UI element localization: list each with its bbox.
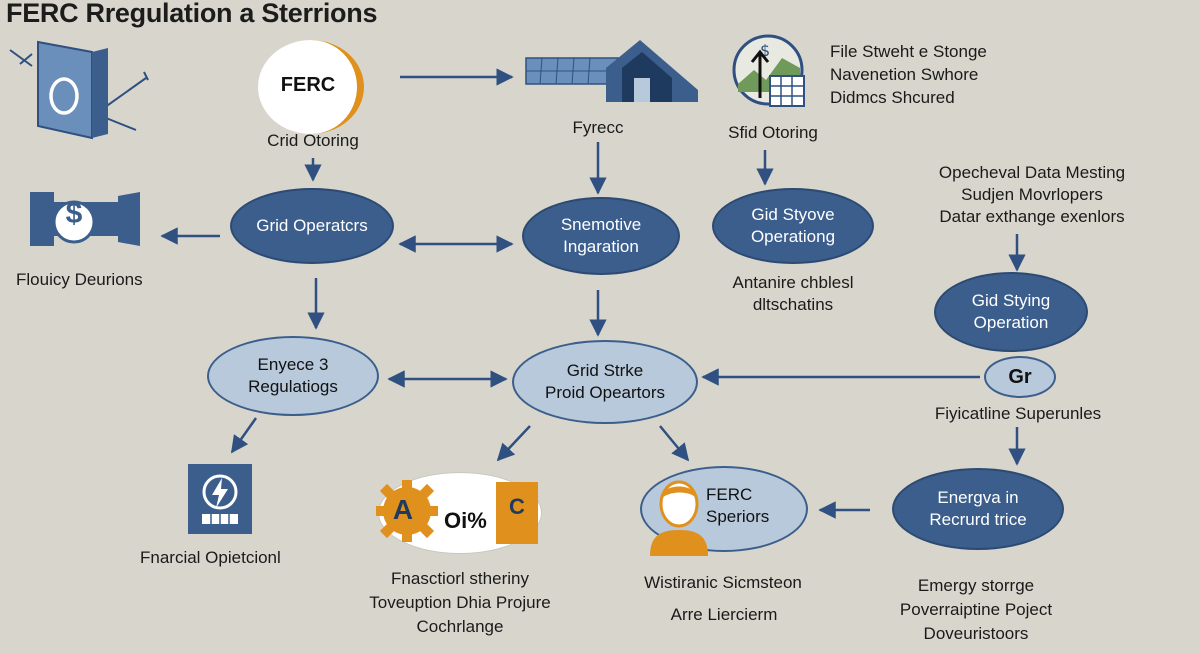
fnasction-line: Toveuption Dhia Projure	[369, 593, 551, 612]
opecheval-block: Opecheval Data Mesting Sudjen Movrlopers…	[939, 162, 1125, 228]
energy-line: Emergy storrge	[917, 576, 1035, 595]
node-gid-stying: Gid Stying Operation	[934, 272, 1088, 352]
lightning-panel-icon	[188, 464, 252, 534]
node-gr: Gr	[984, 356, 1056, 398]
ferc-logo-text: FERC	[280, 74, 336, 96]
arrow-enyece-to-panel	[230, 417, 258, 454]
label-wistiranic: Wistiranic Sicmsteon	[644, 573, 802, 592]
label-fyrecc: Fyrecc	[572, 118, 624, 137]
energy-line: Poverraiptine Poject	[899, 600, 1053, 619]
node-gr-label: Gr	[1008, 366, 1032, 388]
opecheval-line: Sudjen Movrlopers	[961, 185, 1103, 204]
building-icon	[9, 40, 149, 140]
finance-chart-icon: $	[732, 34, 805, 107]
file-block-line: File Stweht e Stonge	[830, 42, 987, 61]
label-fiyicatline: Fiyicatline Superunles	[934, 404, 1102, 423]
arrow-gridstrke-left	[496, 425, 531, 462]
fnasction-line: Fnasctiorl stheriny	[391, 569, 529, 588]
arrow-gridstrke-right	[659, 425, 690, 462]
node-gid-stying-line: Operation	[973, 313, 1049, 332]
c-block	[496, 482, 538, 544]
person-icon	[650, 480, 708, 556]
opecheval-line: Datar exthange exenlors	[939, 207, 1125, 226]
fnasction-block: Fnasctiorl stheriny Toveuption Dhia Proj…	[369, 567, 550, 639]
solar-house-icon	[525, 40, 698, 102]
node-energva-line: Recrurd trice	[929, 510, 1027, 529]
label-grid-otoring: Crid Otoring	[267, 131, 359, 150]
node-ferc-speriors-line: FERC	[706, 485, 753, 504]
energy-line: Doveuristoors	[923, 624, 1029, 643]
node-energva-line: Energva in	[937, 488, 1019, 507]
node-ferc-speriors-text: FERC Speriors	[706, 484, 769, 528]
label-financial: Fnarcial Opietcionl	[140, 548, 281, 567]
label-arre: Arre Liercierm	[670, 605, 778, 624]
node-grid-operators-label: Grid Operatcrs	[256, 216, 368, 235]
file-block: File Stweht e Stonge Navenetion Swhore D…	[830, 40, 987, 109]
node-energva: Energva in Recrurd trice	[892, 468, 1064, 550]
energy-block: Emergy storrge Poverraiptine Poject Dove…	[900, 574, 1052, 646]
node-grid-strke: Grid Strke Proid Opeartors	[512, 340, 698, 424]
file-block-line: Didmcs Shcured	[830, 88, 955, 107]
dollar-icon	[30, 192, 140, 246]
antanire-line: Antanire chblesl	[732, 273, 854, 292]
svg-text:$: $	[760, 41, 770, 60]
antanire-line: dltschatins	[752, 295, 834, 314]
oi-percent: Oi%	[444, 508, 487, 533]
gear-icon	[376, 480, 438, 542]
node-gid-stying-line: Gid Stying	[971, 291, 1051, 310]
node-snemotive-line: Snemotive	[560, 215, 642, 234]
dollar-sign: $	[65, 197, 83, 230]
node-ferc-speriors-line: Speriors	[706, 507, 770, 526]
c-block-letter: C	[509, 494, 525, 519]
node-enyece: Enyece 3 Regulatiogs	[207, 336, 379, 416]
label-flouicy: Flouicy Deurions	[16, 270, 143, 289]
gear-letter: A	[392, 494, 414, 525]
page-title: FERC Rregulation a Sterrions	[6, 0, 378, 28]
node-grid-strke-line: Proid Opeartors	[545, 383, 665, 402]
opecheval-line: Opecheval Data Mesting	[938, 163, 1126, 182]
node-grid-operators: Grid Operatcrs	[230, 188, 394, 264]
fnasction-line: Cochrlange	[416, 617, 504, 636]
node-gid-styove-line: Operationg	[750, 227, 836, 246]
ferc-logo	[258, 40, 364, 134]
label-sfid-otoring: Sfid Otoring	[728, 123, 818, 142]
node-gid-styove-line: Gid Styove	[751, 205, 835, 224]
node-snemotive: Snemotive Ingaration	[522, 197, 680, 275]
node-enyece-line: Enyece 3	[257, 355, 329, 374]
node-snemotive-line: Ingaration	[563, 237, 639, 256]
node-grid-strke-line: Grid Strke	[566, 361, 644, 380]
node-enyece-line: Regulatiogs	[248, 377, 338, 396]
file-block-line: Navenetion Swhore	[830, 65, 979, 84]
node-gid-styove: Gid Styove Operationg	[712, 188, 874, 264]
antanire-block: Antanire chblesl dltschatins	[733, 272, 854, 316]
